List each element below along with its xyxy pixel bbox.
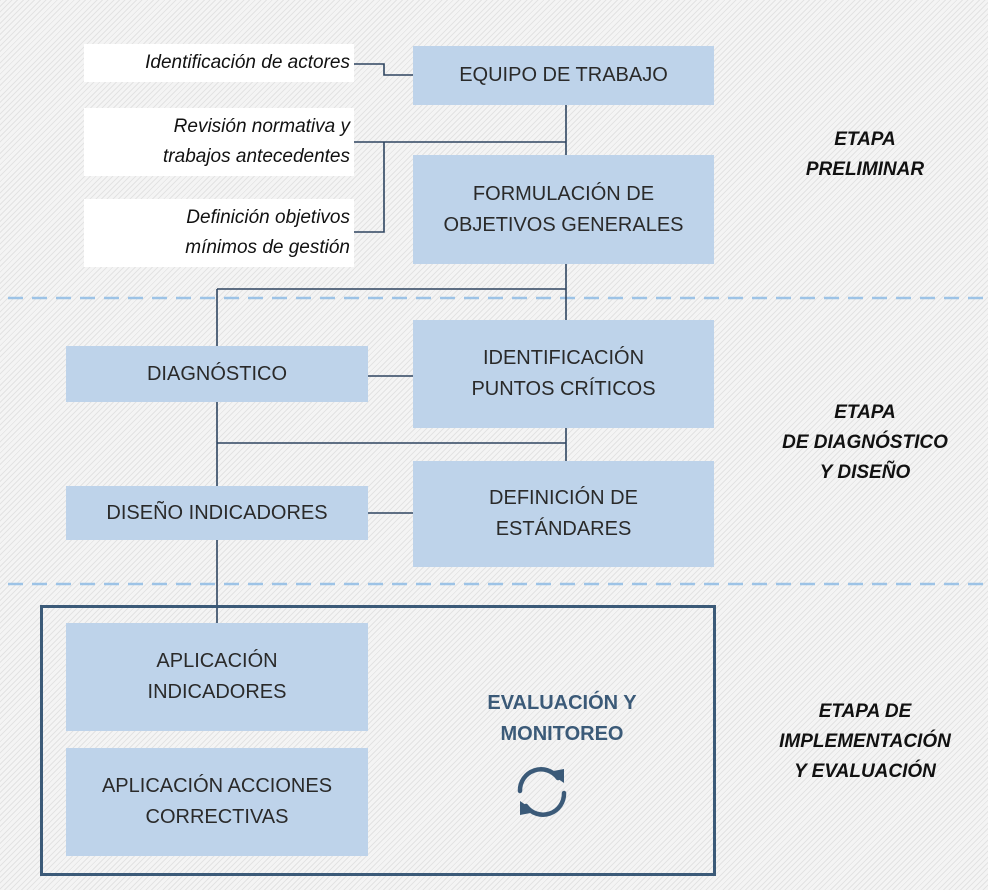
stage-preliminary: ETAPA PRELIMINAR	[805, 129, 925, 180]
box-diagnosis: DIAGNÓSTICO	[66, 346, 368, 402]
connector-actors	[354, 63, 413, 76]
box-indicator-design: DISEÑO INDICADORES	[66, 486, 368, 540]
box-standards: DEFINICIÓN DE ESTÁNDARES	[413, 461, 714, 567]
note-review: Revisión normativa y trabajos antecedent…	[84, 108, 354, 176]
evaluation-frame	[40, 605, 716, 876]
note-actors: Identificación de actores	[84, 44, 354, 82]
connector-objectives	[354, 142, 385, 233]
box-indicator-application: APLICACIÓN INDICADORES	[66, 623, 368, 731]
stage-diagnosis-design: ETAPA DE DIAGNÓSTICO Y DISEÑO	[782, 402, 948, 483]
note-objectives: Definición objetivos mínimos de gestión	[84, 199, 354, 267]
box-corrective-actions: APLICACIÓN ACCIONES CORRECTIVAS	[66, 748, 368, 856]
refresh-cycle-icon	[517, 767, 567, 817]
stage-implementation: ETAPA DE IMPLEMENTACIÓN Y EVALUACIÓN	[779, 701, 951, 782]
box-team: EQUIPO DE TRABAJO	[413, 46, 714, 105]
evaluation-label: EVALUACIÓN Y MONITOREO	[487, 692, 637, 745]
box-critical-points: IDENTIFICACIÓN PUNTOS CRÍTICOS	[413, 320, 714, 428]
box-general-objectives: FORMULACIÓN DE OBJETIVOS GENERALES	[413, 155, 714, 264]
